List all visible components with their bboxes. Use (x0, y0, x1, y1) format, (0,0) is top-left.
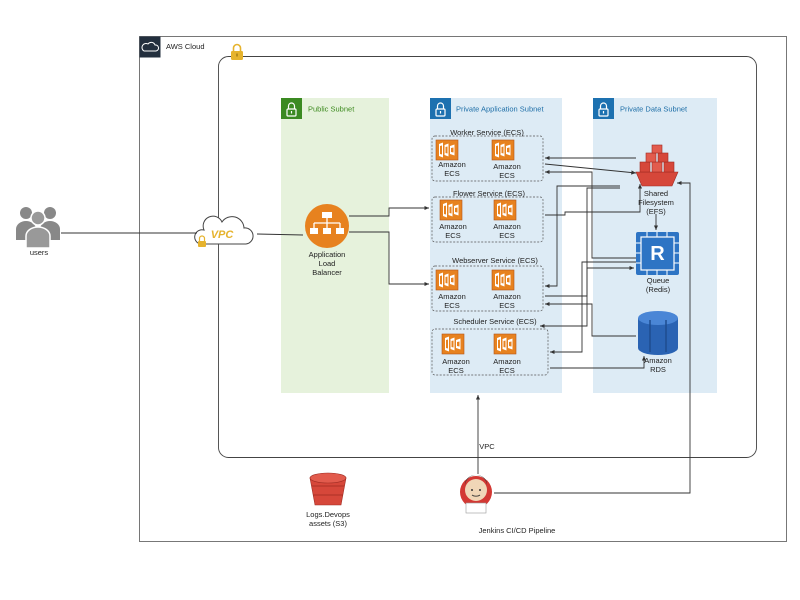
worker-to-efs-arrow (544, 163, 637, 175)
users-icon (16, 207, 60, 249)
public-subnet-title: Public Subnet (308, 105, 355, 114)
vpc-to-alb-line (256, 233, 304, 236)
jenkins-icon (460, 475, 492, 514)
aws-cloud-badge (139, 36, 161, 58)
redis-icon (636, 232, 679, 275)
scheduler-to-rds-arrow (550, 356, 647, 369)
efs-to-scheduler-arrow (540, 187, 620, 329)
flower-ecs-1-icon (439, 199, 463, 221)
flower-ecs-2-icon (493, 199, 517, 221)
jenkins-to-efs-arrow (494, 180, 691, 494)
webserver-ecs-1-icon (435, 269, 459, 291)
vpc-gateway-lock-icon (198, 235, 206, 247)
webserver-ecs-2-icon (491, 269, 515, 291)
users-label: users (30, 248, 49, 257)
worker-ecs-2-icon (491, 139, 515, 161)
redis-to-worker-arrow (545, 169, 636, 259)
alb-to-flower-arrow (349, 205, 429, 217)
worker-ecs-1-icon (435, 139, 459, 161)
flower-service-title: Flower Service (ECS) (453, 189, 526, 198)
data-subnet-title: Private Data Subnet (620, 105, 688, 114)
vpc-gateway-icon (194, 215, 254, 247)
aws-cloud-boundary (139, 36, 787, 542)
webserver-service-title: Webserver Service (ECS) (452, 256, 538, 265)
app-subnet-title: Private Application Subnet (456, 105, 544, 114)
vpc-bottom-label: VPC (479, 442, 495, 451)
load-balancer-icon (305, 204, 349, 248)
rds-to-webserver-arrow (545, 301, 636, 337)
worker-service-title: Worker Service (ECS) (450, 128, 524, 137)
redis-glyph: R (650, 243, 665, 265)
redis-label: Queue(Redis) (646, 276, 671, 294)
jenkins-label: Jenkins CI/CD Pipeline (479, 526, 556, 535)
connectors (61, 155, 691, 494)
cloud-icon (141, 41, 160, 52)
efs-icon (635, 144, 679, 187)
scheduler-ecs-2-icon (493, 333, 517, 355)
scheduler-ecs-1-icon (441, 333, 465, 355)
alb-to-webserver-arrow (349, 231, 429, 287)
redis-to-scheduler-arrow (550, 261, 636, 355)
rds-icon (638, 311, 678, 355)
vpc-lock-icon (231, 43, 243, 60)
s3-bucket-icon (309, 472, 347, 506)
flower-to-efs-arrow (545, 184, 643, 216)
aws-cloud-title: AWS Cloud (166, 42, 205, 51)
vpc-badge-text: VPC (211, 229, 235, 241)
efs-to-webserver-arrow (545, 185, 620, 289)
vpc-boundary (218, 56, 757, 458)
scheduler-service-title: Scheduler Service (ECS) (453, 317, 537, 326)
